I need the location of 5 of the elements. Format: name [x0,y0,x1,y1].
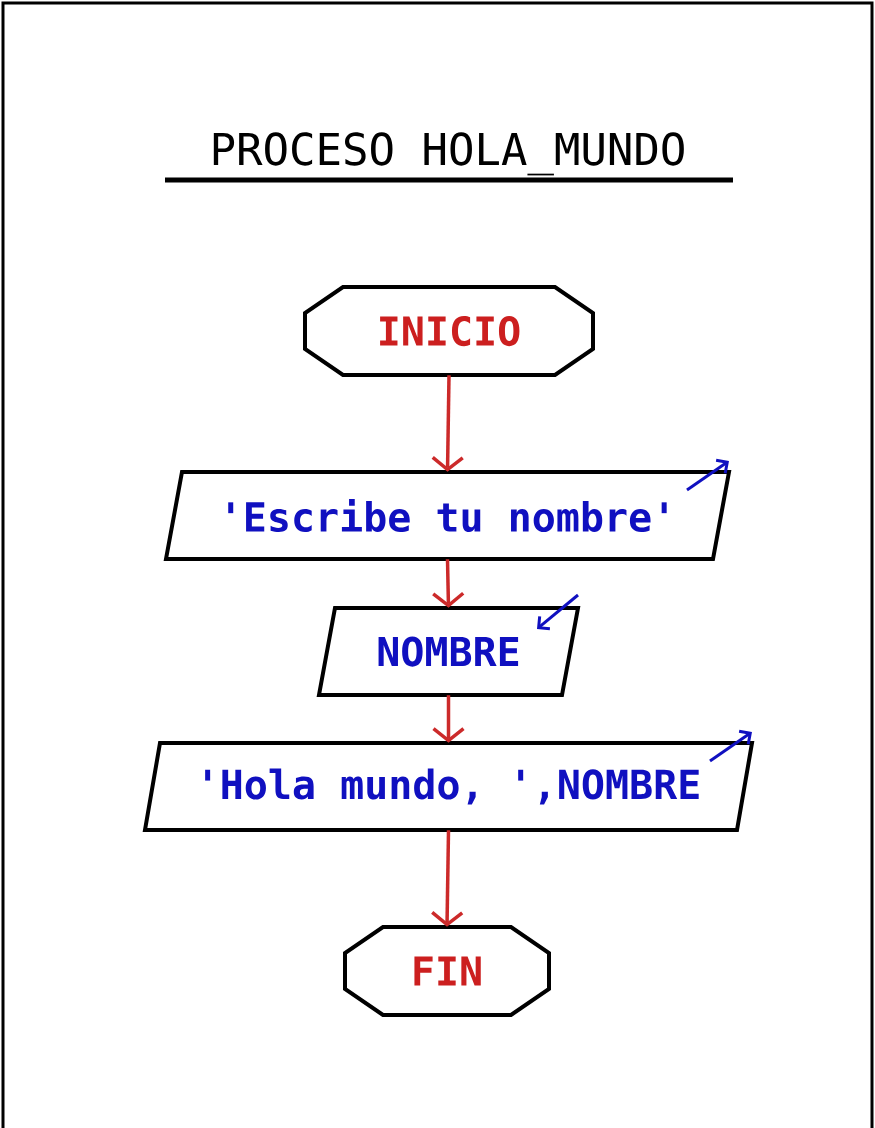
arrow [431,830,464,927]
title: PROCESO HOLA_MUNDO [165,132,733,183]
arrow [431,375,464,472]
terminal-box: FIN [343,925,551,1017]
terminal-box: INICIO [303,285,595,377]
